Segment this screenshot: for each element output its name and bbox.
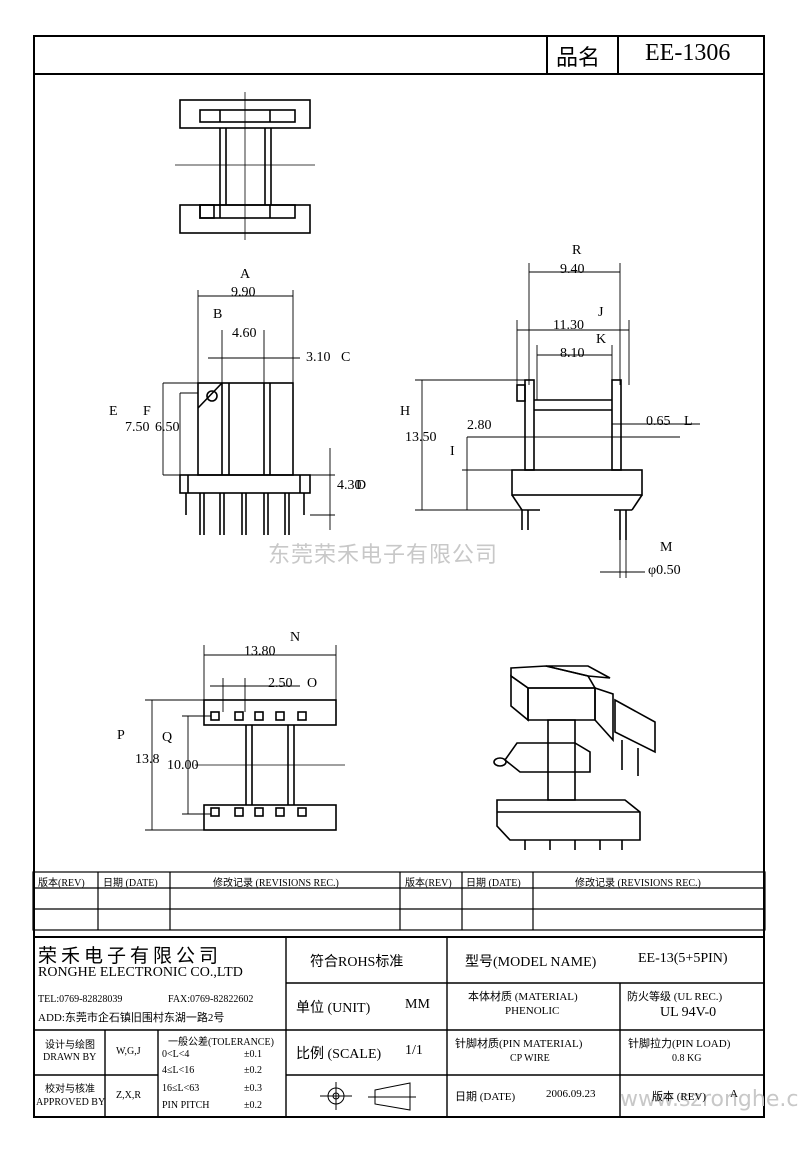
dim-label-c: C <box>341 350 351 365</box>
tol-range-1: 0<L<4 <box>162 1049 190 1060</box>
pin-material-value: CP WIRE <box>510 1053 550 1064</box>
dim-value-k: 8.10 <box>560 346 585 361</box>
dim-label-a: A <box>240 267 251 282</box>
dim-value-a: 9.90 <box>231 285 256 300</box>
scale-value: 1/1 <box>405 1043 423 1058</box>
dim-label-j: J <box>598 305 604 320</box>
drawing-sheet <box>33 35 765 1118</box>
rev-col-record-1: 修改记录 (REVISIONS REC.) <box>213 878 339 889</box>
side-view <box>511 379 643 540</box>
company-fax: FAX:0769-82822602 <box>168 994 254 1005</box>
dim-label-f: F <box>143 404 151 419</box>
company-name-en: RONGHE ELECTRONIC CO.,LTD <box>38 965 243 980</box>
rev-col-date-2: 日期 (DATE) <box>466 878 521 889</box>
rev-value: A <box>730 1088 738 1100</box>
dim-value-e: 7.50 <box>125 420 150 435</box>
dim-label-m: M <box>660 540 673 555</box>
bottom-view <box>195 699 345 831</box>
dim-value-f: 6.50 <box>155 420 180 435</box>
rev-col-record-2: 修改记录 (REVISIONS REC.) <box>575 878 701 889</box>
projection-symbol <box>320 1082 416 1111</box>
date-label: 日期 (DATE) <box>455 1091 516 1103</box>
dim-label-h: H <box>400 404 411 419</box>
pin-name-label: 品名 <box>556 45 601 70</box>
watermark-site: www.szronghe.cn <box>620 1087 800 1112</box>
fire-rating-label: 防火等级 (UL REC.) <box>627 991 723 1003</box>
drawn-by-en: DRAWN BY <box>43 1052 97 1063</box>
tol-value-2: ±0.2 <box>244 1065 262 1076</box>
tolerance-title: 一般公差(TOLERANCE) <box>168 1037 274 1048</box>
dim-label-o: O <box>307 676 318 691</box>
rev-col-date-1: 日期 (DATE) <box>103 878 158 889</box>
approved-by-value: Z,X,R <box>116 1090 141 1101</box>
top-view <box>175 92 315 240</box>
dim-value-n: 13.80 <box>244 644 276 659</box>
approved-by-cn: 校对与核准 <box>45 1084 95 1095</box>
dim-value-i: 2.80 <box>467 418 492 433</box>
tol-value-4: ±0.2 <box>244 1100 262 1111</box>
fire-rating-value: UL 94V-0 <box>660 1005 717 1020</box>
title-block-lines <box>33 936 765 1118</box>
dim-label-q: Q <box>162 730 173 745</box>
rev-col-rev-2: 版本(REV) <box>405 878 452 889</box>
tol-value-3: ±0.3 <box>244 1083 262 1094</box>
drawn-by-value: W,G,J <box>116 1046 141 1057</box>
model-label: 型号(MODEL NAME) <box>465 955 597 970</box>
dim-value-d: 4.30 <box>337 478 362 493</box>
dim-value-b: 4.60 <box>232 326 257 341</box>
tol-range-4: PIN PITCH <box>162 1100 210 1111</box>
material-value: PHENOLIC <box>505 1005 560 1017</box>
unit-value: MM <box>405 997 430 1012</box>
rev-label: 版本 (REV) <box>652 1091 707 1103</box>
dim-value-o: 2.50 <box>268 676 293 691</box>
rev-col-rev-1: 版本(REV) <box>38 878 85 889</box>
pin-material-label: 针脚材质(PIN MATERIAL) <box>455 1038 583 1050</box>
unit-label: 单位 (UNIT) <box>296 1001 371 1016</box>
front-view-dims <box>162 290 335 530</box>
dim-label-r: R <box>572 243 582 258</box>
approved-by-en: APPROVED BY <box>36 1097 106 1108</box>
dim-label-b: B <box>213 307 223 322</box>
tol-value-1: ±0.1 <box>244 1049 262 1060</box>
front-view <box>179 382 311 535</box>
pin-load-label: 针脚拉力(PIN LOAD) <box>628 1038 731 1050</box>
dim-value-p: 13.8 <box>135 752 160 767</box>
tol-range-3: 16≤L<63 <box>162 1083 200 1094</box>
dim-label-l: L <box>684 414 693 429</box>
dim-value-q: 10.00 <box>167 758 199 773</box>
dim-label-d: D <box>356 478 367 493</box>
scale-label: 比例 (SCALE) <box>296 1047 382 1062</box>
tol-range-2: 4≤L<16 <box>162 1065 195 1076</box>
date-value: 2006.09.23 <box>546 1088 596 1100</box>
company-tel: TEL:0769-82828039 <box>38 994 123 1005</box>
material-label: 本体材质 (MATERIAL) <box>468 991 578 1003</box>
company-address: ADD:东莞市企石镇旧围村东湖一路2号 <box>38 1012 225 1024</box>
dim-label-i: I <box>450 444 455 459</box>
pin-load-value: 0.8 KG <box>672 1053 702 1064</box>
dim-value-c: 3.10 <box>306 350 331 365</box>
dim-value-l: 0.65 <box>646 414 671 429</box>
dim-value-m: φ0.50 <box>648 563 681 578</box>
dim-label-e: E <box>109 404 118 419</box>
dim-value-j: 11.30 <box>553 318 584 333</box>
drawn-by-cn: 设计与绘图 <box>45 1040 95 1051</box>
dim-label-n: N <box>290 630 301 645</box>
company-name-cn: 荣禾电子有限公司 <box>38 946 223 967</box>
dim-label-p: P <box>117 728 125 743</box>
model-value: EE-13(5+5PIN) <box>638 951 728 966</box>
bottom-view-dims <box>145 645 337 831</box>
dim-value-r: 9.40 <box>560 262 585 277</box>
side-view-dims <box>415 263 700 578</box>
watermark-company: 东莞荣禾电子有限公司 <box>268 543 499 568</box>
dim-label-k: K <box>596 332 607 347</box>
dim-value-h: 13.50 <box>405 430 437 445</box>
part-number: EE-1306 <box>645 40 731 66</box>
revisions-table-lines <box>32 871 766 931</box>
isometric-view <box>493 665 656 850</box>
rohs-label: 符合ROHS标准 <box>310 955 404 970</box>
